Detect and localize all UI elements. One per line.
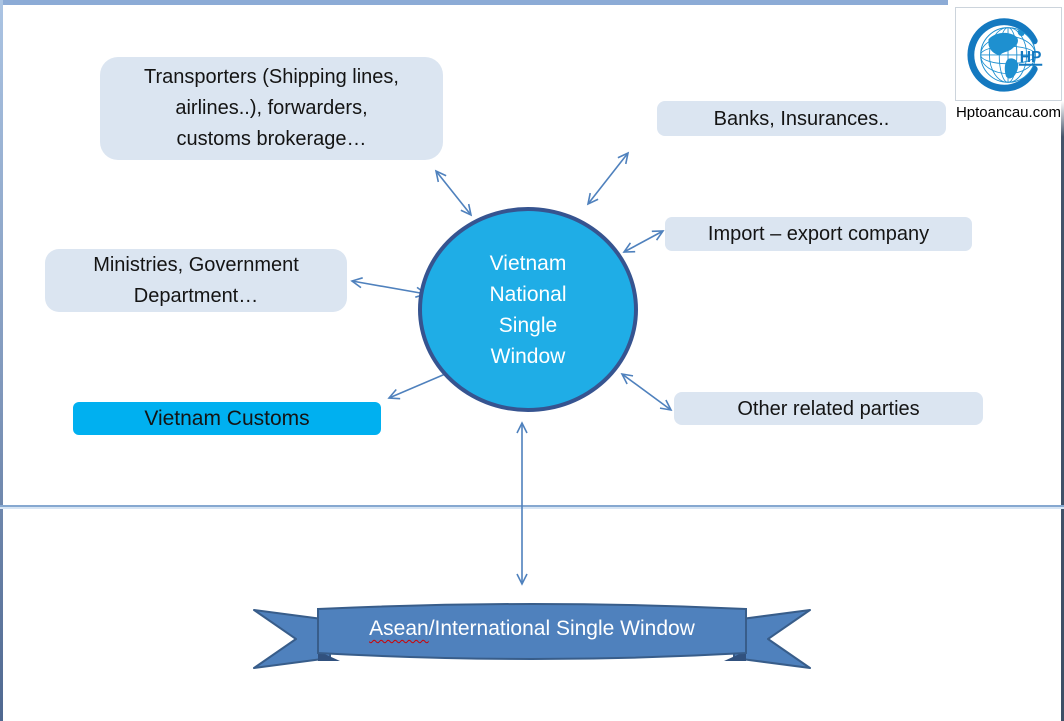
globe-logo-box: HP: [955, 7, 1062, 101]
site-logo: HP Hptoancau.com: [955, 7, 1062, 121]
arrow-ministries-center: [350, 277, 428, 298]
page-border-top: [0, 0, 1064, 5]
node-other-related-parties: Other related parties: [674, 392, 983, 425]
ribbon-label: Asean/International Single Window: [318, 602, 746, 656]
logo-caption: Hptoancau.com: [955, 104, 1062, 121]
node-ministries-government: Ministries, Government Department…: [45, 249, 347, 312]
logo-background-patch: [948, 0, 1064, 10]
ribbon-label-flagged-word: Asean: [369, 617, 429, 640]
node-transporters: Transporters (Shipping lines, airlines..…: [100, 57, 443, 160]
ribbon-label-rest: /International Single Window: [428, 617, 695, 640]
ribbon-band: [317, 603, 747, 660]
center-circle-vnsw: Vietnam National Single Window: [418, 207, 638, 412]
logo-monogram: HP: [1019, 49, 1041, 66]
center-circle-label: Vietnam National Single Window: [489, 251, 567, 368]
node-import-export-label: Import – export company: [707, 223, 930, 245]
arrow-other-parties-center: [620, 372, 673, 412]
node-import-export-company: Import – export company: [665, 217, 972, 251]
node-transporters-label: Transporters (Shipping lines, airlines..…: [144, 66, 399, 150]
ribbon-banner: [253, 603, 811, 669]
page-border-right: [1061, 0, 1064, 721]
arrow-banks-center: [586, 151, 630, 206]
section-divider-line: [0, 505, 1064, 509]
arrow-import-export-center: [622, 230, 665, 253]
node-vietnam-customs: Vietnam Customs: [73, 402, 381, 435]
page-border-left: [0, 0, 3, 721]
node-other-parties-label: Other related parties: [737, 397, 920, 420]
node-banks-insurances: Banks, Insurances..: [657, 101, 946, 136]
node-banks-label: Banks, Insurances..: [713, 107, 890, 130]
arrow-transporters-center: [434, 169, 473, 217]
globe-icon: HP: [966, 18, 1042, 92]
node-ministries-label: Ministries, Government Department…: [93, 253, 299, 307]
node-vietnam-customs-label: Vietnam Customs: [144, 406, 310, 430]
